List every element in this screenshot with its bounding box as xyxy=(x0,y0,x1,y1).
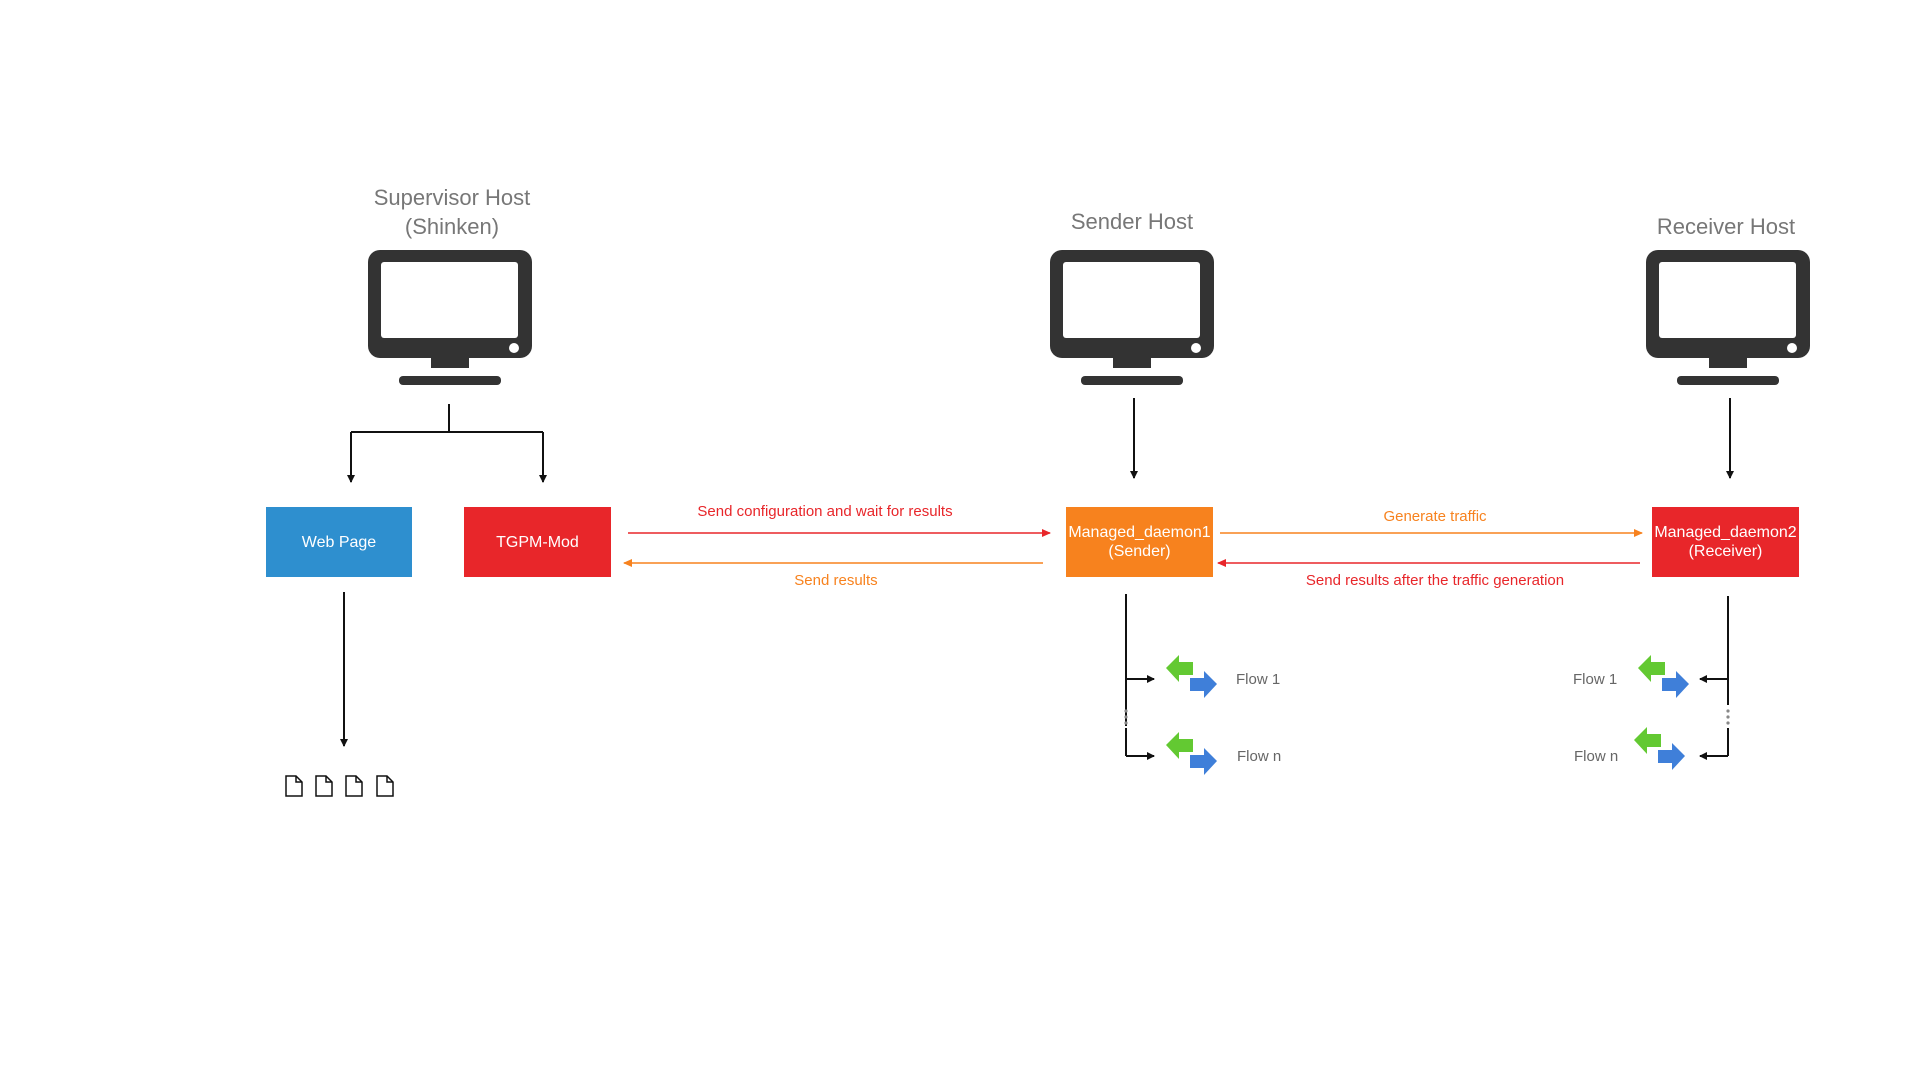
sender-ellipsis xyxy=(1124,709,1128,725)
sender-flow1-label: Flow 1 xyxy=(1236,671,1281,688)
document-icon xyxy=(285,775,303,797)
tgpm-mod-box: TGPM-Mod xyxy=(464,507,611,577)
receiver-flow1-label: Flow 1 xyxy=(1573,671,1618,688)
document-icon xyxy=(315,775,333,797)
send-results-label: Send results xyxy=(794,572,878,589)
supervisor-title-line2: (Shinken) xyxy=(404,214,500,239)
managed-daemon1-box: Managed_daemon1 (Sender) xyxy=(1066,507,1213,577)
sender-host-title: Sender Host xyxy=(1070,209,1194,234)
daemon2-role: (Receiver) xyxy=(1688,543,1763,560)
sender-flow1-icon xyxy=(1166,655,1217,698)
supervisor-host-title: Supervisor Host (Shinken) xyxy=(352,183,552,241)
sender-flown-label: Flow n xyxy=(1237,748,1282,765)
receiver-flow-branch xyxy=(1699,596,1729,760)
supervisor-split-connector xyxy=(347,404,547,483)
supervisor-monitor-icon xyxy=(368,250,532,385)
receiver-monitor-icon xyxy=(1646,250,1810,385)
sender-monitor-icon xyxy=(1050,250,1214,385)
receiver-flown-icon xyxy=(1634,727,1685,770)
daemon1-name: Managed_daemon1 xyxy=(1068,524,1211,541)
daemon1-role: (Sender) xyxy=(1108,543,1171,560)
managed-daemon2-box: Managed_daemon2 (Receiver) xyxy=(1652,507,1799,577)
receiver-flown-label: Flow n xyxy=(1574,748,1619,765)
web-page-box: Web Page xyxy=(266,507,412,577)
receiver-host-title: Receiver Host xyxy=(1656,214,1796,239)
receiver-flow1-icon xyxy=(1638,655,1689,698)
daemon2-name: Managed_daemon2 xyxy=(1654,524,1797,541)
send-config-label: Send configuration and wait for results xyxy=(697,503,953,520)
document-icon xyxy=(376,775,394,797)
generate-traffic-label: Generate traffic xyxy=(1383,508,1487,525)
sender-flow-branch xyxy=(1125,594,1155,760)
sender-flown-icon xyxy=(1166,732,1217,775)
supervisor-title-line1: Supervisor Host xyxy=(373,185,531,210)
receiver-ellipsis xyxy=(1726,709,1730,725)
document-icon xyxy=(345,775,363,797)
send-results-after-label: Send results after the traffic generatio… xyxy=(1305,572,1565,589)
